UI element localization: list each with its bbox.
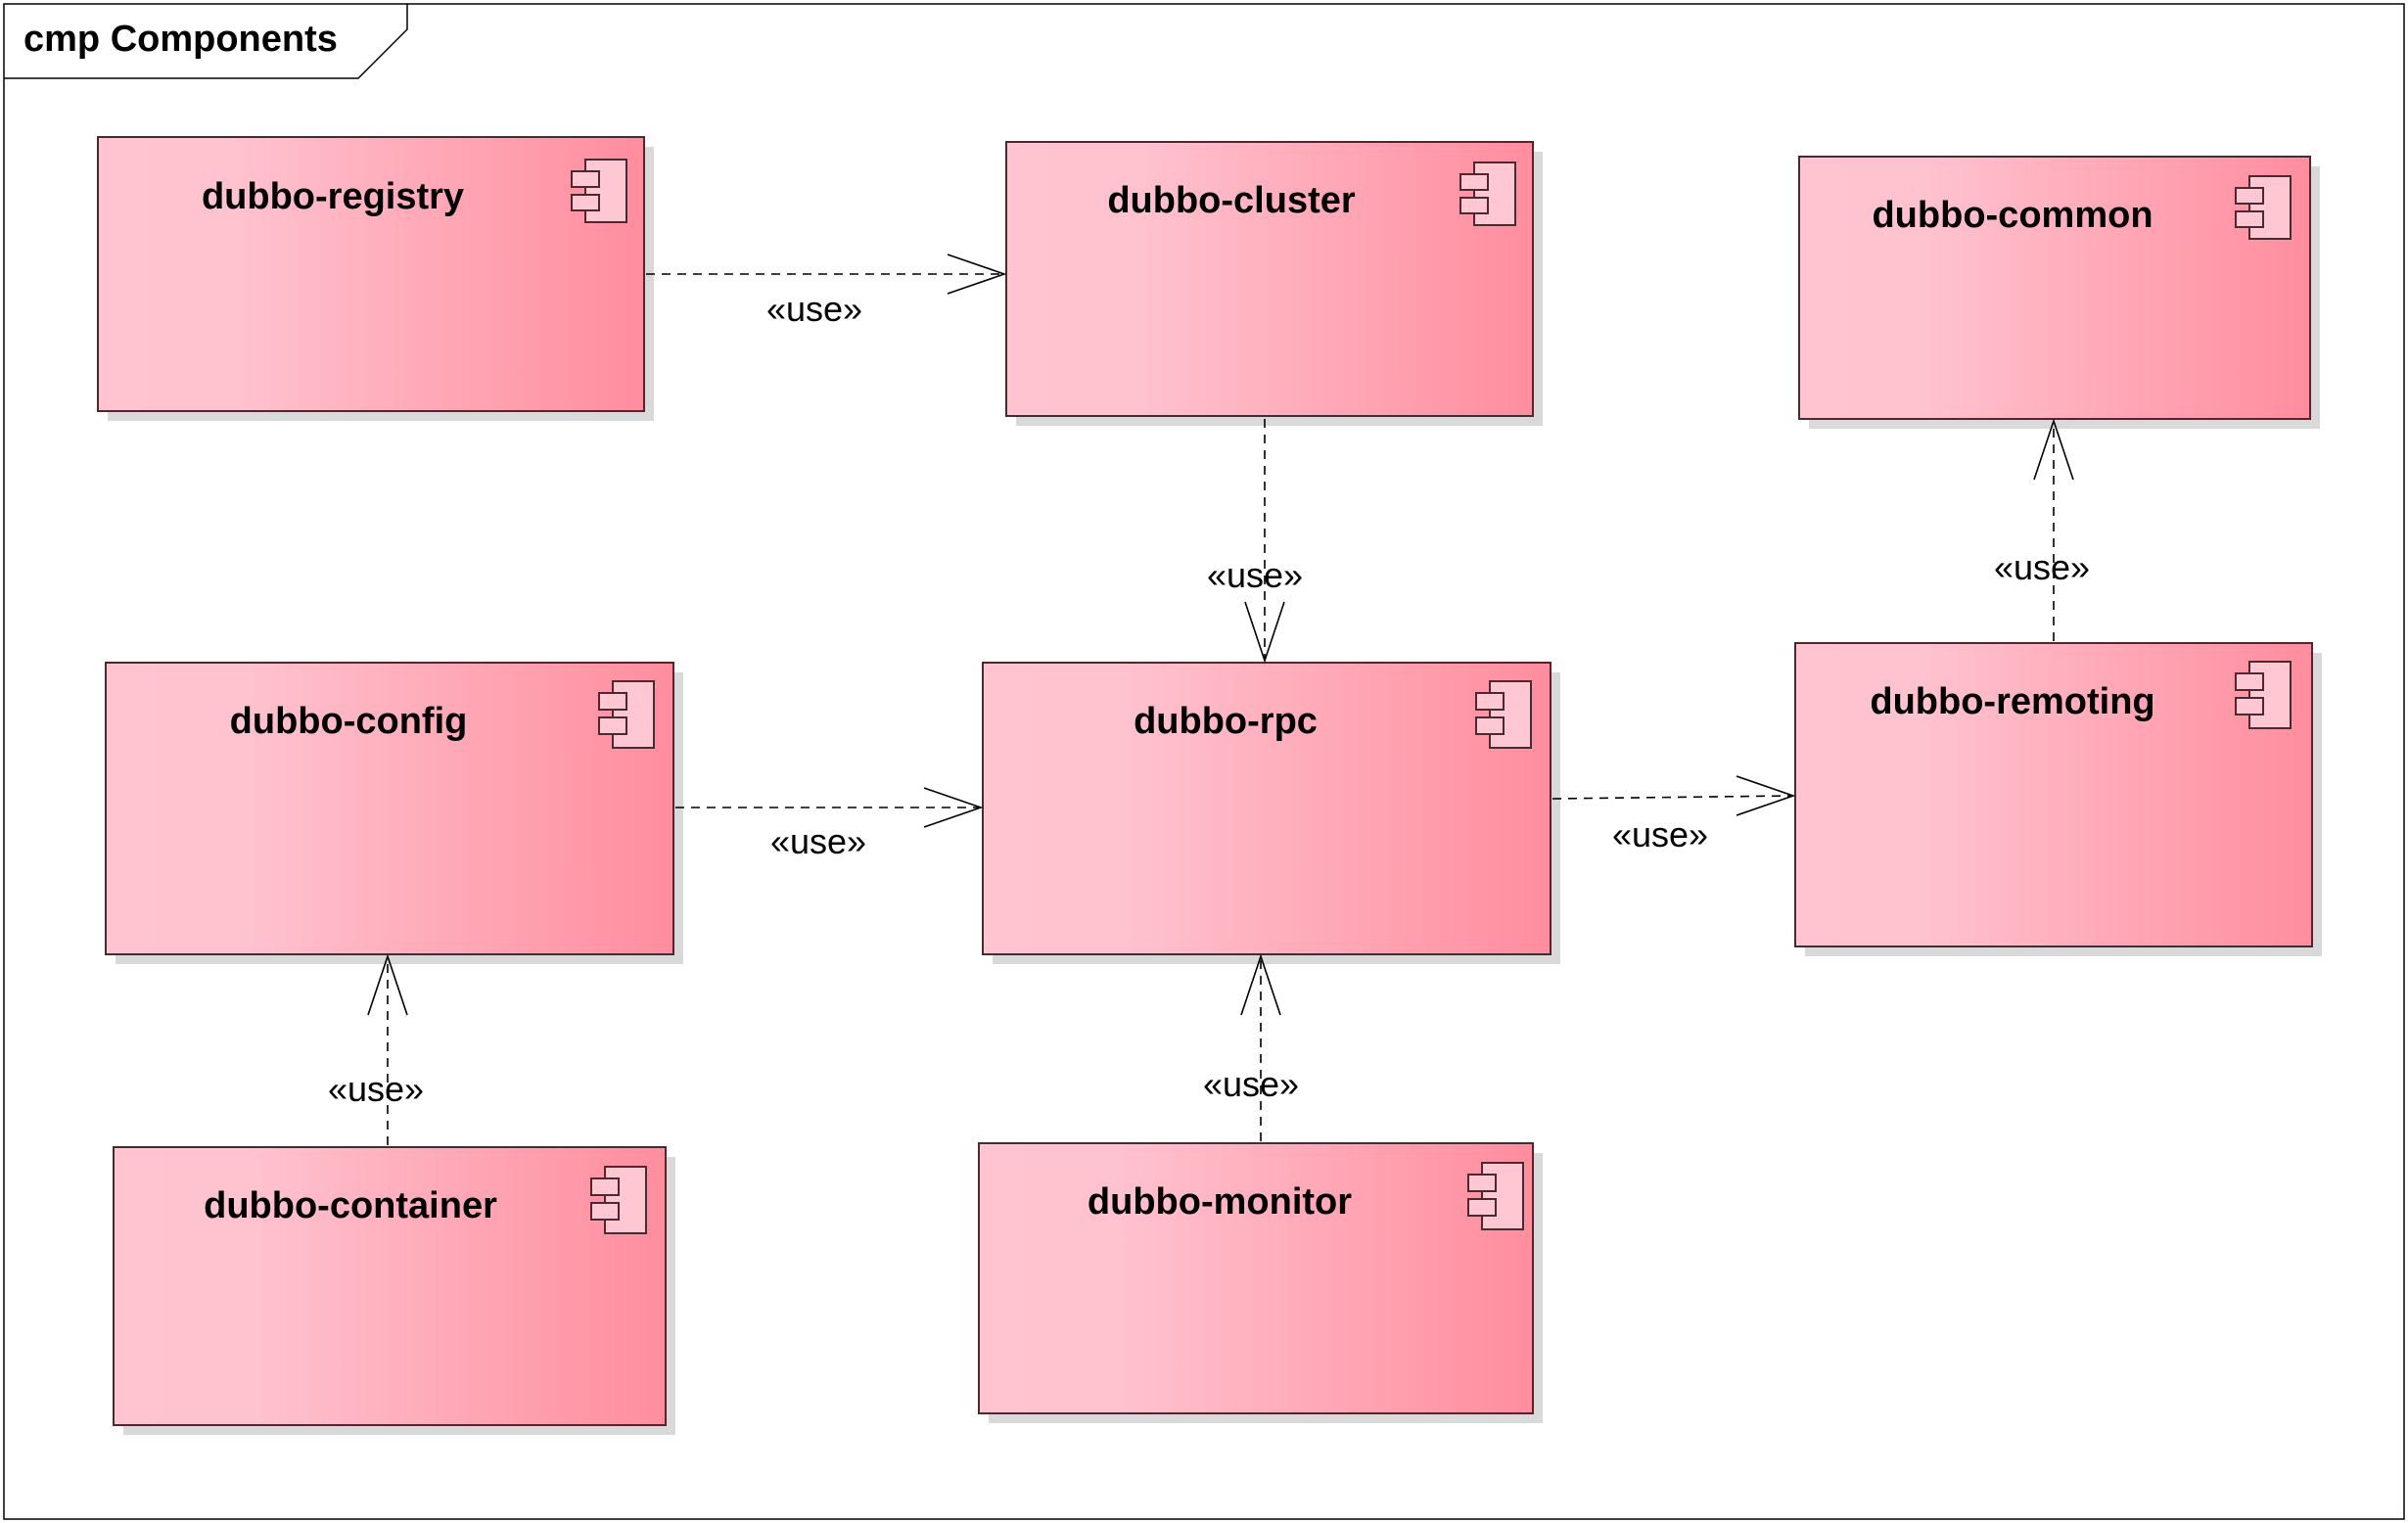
component-dubbo-rpc[interactable]: dubbo-rpc: [982, 662, 1560, 964]
dependency-container-to-config[interactable]: [367, 953, 408, 1145]
dependency-label: «use»: [1994, 547, 2090, 587]
dependency-remoting-to-common[interactable]: [2033, 418, 2074, 641]
component-icon: [1459, 162, 1516, 226]
component-icon: [598, 680, 655, 749]
component-icon: [2235, 661, 2292, 729]
frame-title: cmp Components: [23, 19, 338, 60]
component-name: dubbo-remoting: [1870, 681, 2154, 722]
component-name: dubbo-config: [230, 701, 468, 742]
dependency-cluster-to-rpc[interactable]: [1244, 419, 1285, 664]
dependency-label: «use»: [1207, 555, 1303, 595]
component-dubbo-remoting[interactable]: dubbo-remoting: [1794, 642, 2322, 956]
dependency-label: «use»: [1203, 1064, 1299, 1104]
component-dubbo-container[interactable]: dubbo-container: [113, 1146, 675, 1435]
component-dubbo-monitor[interactable]: dubbo-monitor: [978, 1142, 1543, 1423]
component-name: dubbo-registry: [202, 176, 464, 217]
component-dubbo-registry[interactable]: dubbo-registry: [97, 136, 654, 421]
dependency-label: «use»: [766, 289, 862, 329]
component-dubbo-common[interactable]: dubbo-common: [1798, 156, 2320, 429]
component-name: dubbo-container: [204, 1185, 497, 1226]
dependency-label: «use»: [1612, 814, 1708, 854]
component-dubbo-config[interactable]: dubbo-config: [105, 662, 683, 964]
dependency-config-to-rpc[interactable]: [675, 787, 984, 828]
component-name: dubbo-rpc: [1134, 701, 1318, 742]
dependency-registry-to-cluster[interactable]: [646, 254, 1007, 295]
dependency-label: «use»: [328, 1069, 424, 1109]
component-icon: [1475, 680, 1532, 749]
component-icon: [571, 159, 627, 223]
dependency-rpc-to-remoting[interactable]: [1551, 775, 1796, 816]
component-name: dubbo-common: [1872, 195, 2153, 236]
component-dubbo-cluster[interactable]: dubbo-cluster: [1005, 141, 1543, 426]
dependency-monitor-to-rpc[interactable]: [1240, 953, 1281, 1141]
component-icon: [2235, 175, 2292, 240]
component-name: dubbo-monitor: [1088, 1181, 1352, 1223]
component-icon: [1467, 1162, 1524, 1230]
component-icon: [590, 1166, 647, 1234]
component-name: dubbo-cluster: [1107, 180, 1356, 221]
dependency-label: «use»: [770, 821, 866, 861]
